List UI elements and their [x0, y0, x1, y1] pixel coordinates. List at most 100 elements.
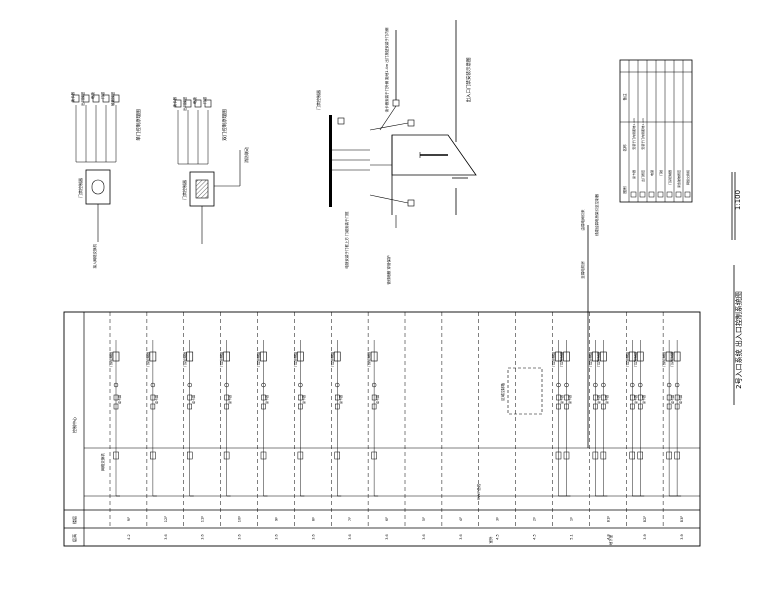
button-icon	[638, 403, 643, 410]
floor-height: 3.6	[238, 534, 242, 540]
floor-reader-label: 读卡器	[604, 395, 609, 404]
floor-device-label: 门禁控制器	[661, 352, 666, 367]
floor-device-box	[592, 351, 599, 362]
double-controller-label: 门禁控制器	[181, 180, 187, 200]
reader-icon	[593, 394, 598, 401]
legend-row-remark: 安装于门内侧距地1.4m	[631, 118, 636, 150]
legend-row-name: 读卡器	[631, 170, 636, 179]
floor-device-box	[112, 351, 120, 362]
riser-left-subheader: 层高	[71, 534, 77, 542]
floor-device-box	[636, 351, 644, 362]
floor-device-label: 门禁控制器	[587, 352, 592, 367]
device-label: 门磁	[100, 92, 105, 99]
floor-reader-label: 读卡器	[641, 395, 646, 404]
device-symbol-icon	[92, 94, 100, 103]
reader-icon	[261, 394, 266, 401]
floor-controller-icon	[223, 451, 230, 460]
door-note-bottom-left: 电锁安装于门框上方 门磁安装于门框	[344, 211, 349, 269]
lock-icon	[674, 382, 680, 388]
reader-icon	[674, 394, 680, 401]
lock-icon	[601, 382, 606, 388]
legend-symbol-icon	[675, 191, 682, 198]
floor-device-label: 门禁控制器	[366, 352, 371, 367]
floor-controller-icon	[637, 451, 643, 460]
reader-icon	[113, 394, 119, 401]
floor-reader-label: 读卡器	[264, 395, 269, 404]
floor-height: 3.6	[274, 534, 278, 540]
lock-icon	[224, 382, 229, 388]
lock-icon	[556, 382, 561, 388]
legend-row-name: 门禁控制器	[667, 170, 672, 185]
floor-name: 2F	[533, 517, 537, 521]
lock-icon	[335, 382, 340, 388]
floor-device-box	[297, 351, 304, 362]
detail-single-title: 单门控制原理图	[135, 109, 142, 141]
button-icon	[556, 403, 561, 410]
device-symbol-icon	[72, 94, 80, 103]
door-note-right: 线缆经弱电桥架引至控制器	[594, 194, 599, 236]
floor-height: 3.6	[348, 534, 352, 540]
legend-row-name: 紧急破玻按钮	[676, 170, 681, 188]
device-symbol-icon	[102, 94, 110, 103]
reader-icon	[298, 394, 303, 401]
door-note-bottom: 管线暗敷 穿管保护	[386, 255, 391, 285]
detail-double-title: 双门控制原理图	[221, 109, 228, 141]
floor-height: 4.5	[496, 534, 500, 540]
floor-name: 4F	[459, 517, 463, 521]
riser-bottom-label-1: 室外	[488, 536, 493, 544]
riser-top-label: 控制中心	[71, 417, 77, 433]
legend-row-name: 出门按钮	[640, 170, 645, 182]
legend-table: 图例名称备注读卡器安装于门内侧距地1.4m出门按钮安装于门内侧距地1.4m电锁门…	[619, 59, 693, 203]
floor-controller-icon	[260, 451, 267, 460]
control-box-label: 区域控制箱	[500, 383, 505, 401]
legend-row-name: 电锁	[649, 170, 654, 176]
floor-device-box	[665, 351, 673, 362]
riser-bus-label: RVVP总线	[476, 483, 481, 500]
button-icon	[593, 403, 598, 410]
floor-device-label: 门禁控制器	[632, 352, 637, 367]
riser-trunk-label: 网络交换机	[100, 453, 105, 471]
floor-name: 12F	[164, 516, 168, 522]
floor-reader-label: 读卡器	[301, 395, 306, 404]
floor-device-label: 门禁控制器	[182, 352, 187, 367]
button-icon	[564, 403, 569, 410]
reader-icon	[335, 394, 340, 401]
button-icon	[113, 403, 119, 410]
legend-header-symbol: 图例	[622, 186, 627, 193]
control-box	[507, 367, 543, 415]
device-label: 读卡器	[70, 92, 75, 103]
floor-controller-icon	[563, 451, 570, 460]
legend-symbol-icon	[657, 191, 664, 198]
device-symbol-icon	[174, 99, 182, 108]
button-icon	[261, 403, 266, 410]
floor-height: 4.2	[127, 534, 131, 540]
floor-name: B3F	[680, 516, 684, 523]
floor-device-label: 门禁控制器	[108, 352, 113, 367]
floor-controller-icon	[187, 451, 193, 460]
device-symbol-icon	[184, 99, 192, 108]
single-bottom-note: 接入网络交换机	[92, 244, 97, 269]
floor-name: 3F	[496, 517, 500, 521]
floor-device-label: 门禁控制器	[256, 352, 261, 367]
floor-reader-label: 读卡器	[153, 395, 158, 404]
floor-reader-label: 读卡器	[190, 395, 195, 404]
floor-reader-label: 读卡器	[559, 395, 564, 404]
button-icon	[224, 403, 229, 410]
legend-row-name: 门磁	[658, 170, 663, 176]
device-symbol-icon	[112, 94, 120, 103]
lock-icon	[630, 382, 635, 388]
button-icon	[674, 403, 680, 410]
legend-header-name: 名称	[622, 144, 627, 151]
floor-controller-icon	[592, 451, 599, 460]
floor-reader-label: 读卡器	[375, 395, 380, 404]
device-label: 读卡器	[172, 97, 177, 108]
floor-reader-label: 读卡器	[596, 395, 601, 404]
floor-device-label: 门禁控制器	[219, 352, 224, 367]
floor-controller-icon	[113, 451, 119, 460]
floor-device-label: 门禁控制器	[559, 352, 564, 367]
lock-icon	[113, 382, 119, 388]
double-side-label: 消防联动	[243, 147, 249, 163]
lock-icon	[666, 382, 672, 388]
lock-icon	[371, 382, 377, 388]
